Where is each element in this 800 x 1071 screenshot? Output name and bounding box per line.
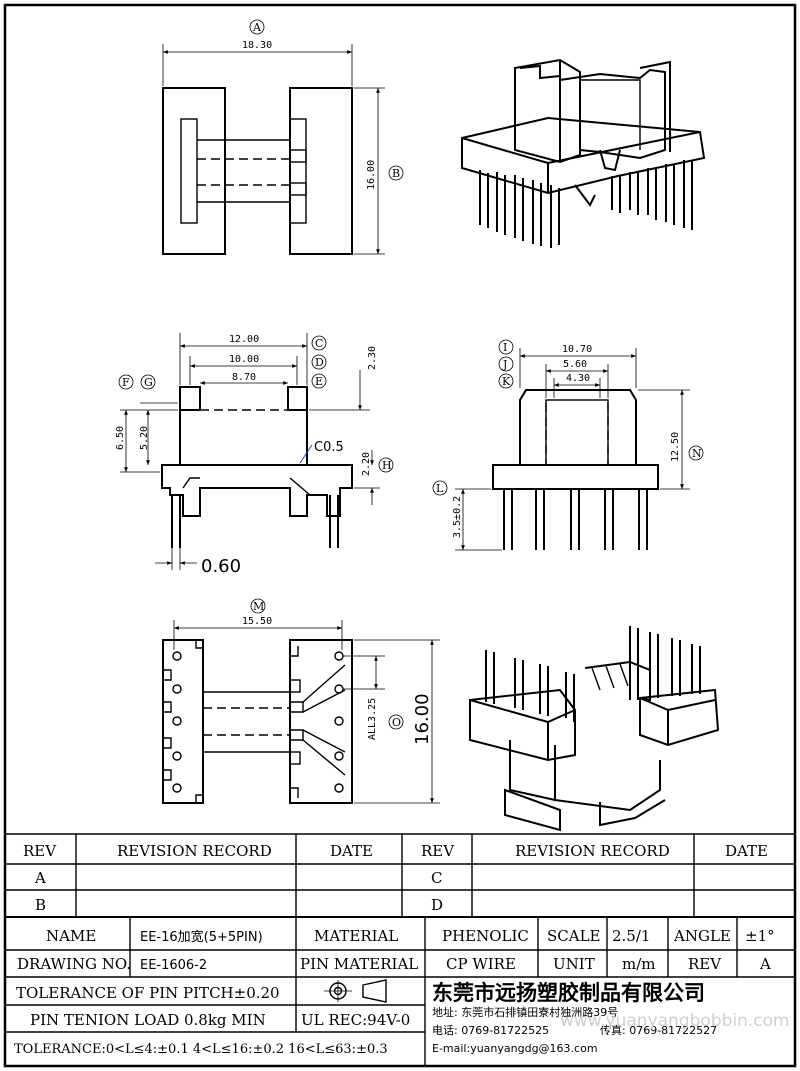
- company-fax: 传真: 0769-81722527: [600, 1023, 717, 1037]
- front-view: 10.70 5.60 4.30 I J K 12.50 N 3.5±0.2 L: [432, 339, 704, 551]
- dim-chamfer: C0.5: [314, 440, 344, 455]
- dim-side-520: 5.20: [139, 426, 150, 450]
- date-header-left: DATE: [330, 842, 373, 860]
- revision-table: REV REVISION RECORD DATE REV REVISION RE…: [5, 833, 795, 918]
- callout-c: C: [315, 337, 323, 350]
- rev-row-c: C: [431, 869, 442, 887]
- callout-o: O: [392, 716, 401, 729]
- dim-front-1070: 10.70: [562, 344, 592, 355]
- dim-front-560: 5.60: [563, 359, 587, 370]
- callout-h: H: [382, 459, 392, 472]
- scale-value: 2.5/1: [612, 927, 650, 945]
- callout-i: I: [503, 341, 507, 354]
- callout-k: K: [502, 375, 511, 388]
- dim-side-10: 10.00: [229, 354, 259, 365]
- rev-header-left: REV: [23, 842, 57, 860]
- unit-label: UNIT: [553, 955, 595, 973]
- rev-header-right: REV: [421, 842, 455, 860]
- callout-g: G: [144, 376, 153, 389]
- rev-row-a: A: [34, 869, 46, 887]
- dim-side-870: 8.70: [232, 372, 256, 383]
- date-header-right: DATE: [725, 842, 768, 860]
- dim-side-230: 2.30: [367, 346, 378, 370]
- callout-a: A: [252, 21, 262, 34]
- name-value: EE-16加宽(5+5PIN): [140, 929, 263, 945]
- angle-value: ±1°: [745, 927, 775, 945]
- company-phone: 电话: 0769-81722525: [432, 1024, 549, 1037]
- dim-bottom-height: 16.00: [412, 693, 433, 745]
- revision-record-header-right: REVISION RECORD: [515, 842, 670, 860]
- unit-value: m/m: [622, 955, 656, 973]
- dim-front-pin: 3.5±0.2: [452, 496, 463, 538]
- pin-material-value: CP WIRE: [446, 955, 516, 973]
- ul-rec: UL REC:94V-0: [301, 1011, 410, 1029]
- name-label: NAME: [46, 927, 96, 945]
- callout-n: N: [692, 447, 702, 460]
- rev-row-d: D: [431, 896, 443, 914]
- dim-side-650: 6.50: [115, 426, 126, 450]
- dim-side-220: 2.20: [361, 452, 372, 476]
- dim-front-1250: 12.50: [670, 432, 681, 462]
- drawing-no-value: EE-1606-2: [140, 958, 207, 973]
- dim-pin-dia: 0.60: [201, 556, 241, 577]
- angle-label: ANGLE: [673, 927, 731, 945]
- side-view: 12.00 10.00 8.70 C D E 2.30 6.50 5.20 F …: [115, 333, 394, 577]
- company-email: E-mail:yuanyangdg@163.com: [432, 1042, 598, 1055]
- rev-label: REV: [688, 955, 722, 973]
- tolerance-pitch: TOLERANCE OF PIN PITCH±0.20: [16, 984, 280, 1002]
- dim-side-12: 12.00: [229, 334, 259, 345]
- callout-l: L: [436, 482, 444, 495]
- material-value: PHENOLIC: [442, 927, 529, 945]
- material-label: MATERIAL: [314, 927, 398, 945]
- scale-label: SCALE: [547, 927, 601, 945]
- dim-top-width: 18.30: [242, 40, 272, 51]
- top-view: 18.30 A 16.00 B: [162, 19, 404, 255]
- revision-record-header-left: REVISION RECORD: [117, 842, 272, 860]
- rev-row-b: B: [35, 896, 46, 914]
- dim-top-height: 16.00: [366, 160, 377, 190]
- callout-m: M: [253, 600, 264, 613]
- callout-f: F: [122, 376, 130, 389]
- rev-value: A: [759, 955, 771, 973]
- watermark: www.yuanyangbobbin.com: [560, 1011, 790, 1031]
- sheet-border: [3, 3, 797, 1068]
- pin-material-label: PIN MATERIAL: [300, 955, 418, 973]
- tolerance-general: TOLERANCE:0<L≤4:±0.1 4<L≤16:±0.2 16<L≤63…: [14, 1042, 388, 1057]
- callout-j: J: [502, 358, 507, 371]
- dim-pitch: ALL3.25: [367, 698, 378, 740]
- dim-bottom-width: 15.50: [242, 616, 272, 627]
- dim-front-430: 4.30: [566, 373, 590, 384]
- drawing-no-label: DRAWING NO.: [17, 955, 131, 973]
- pin-tension: PIN TENION LOAD 0.8kg MIN: [30, 1011, 266, 1029]
- callout-e: E: [315, 375, 323, 388]
- isometric-view-top: [461, 58, 706, 248]
- company-name: 东莞市远扬塑胶制品有限公司: [432, 981, 705, 1005]
- title-block: NAME EE-16加宽(5+5PIN) MATERIAL PHENOLIC S…: [5, 917, 795, 1066]
- callout-d: D: [315, 356, 324, 369]
- projection-symbol: [324, 979, 387, 1003]
- callout-b: B: [392, 167, 400, 180]
- company-address: 地址: 东莞市石排镇田寮村独洲路39号: [432, 1005, 618, 1019]
- bottom-view: 15.50 M ALL3.25 16.00 O: [162, 598, 440, 804]
- isometric-view-bottom: [469, 626, 720, 832]
